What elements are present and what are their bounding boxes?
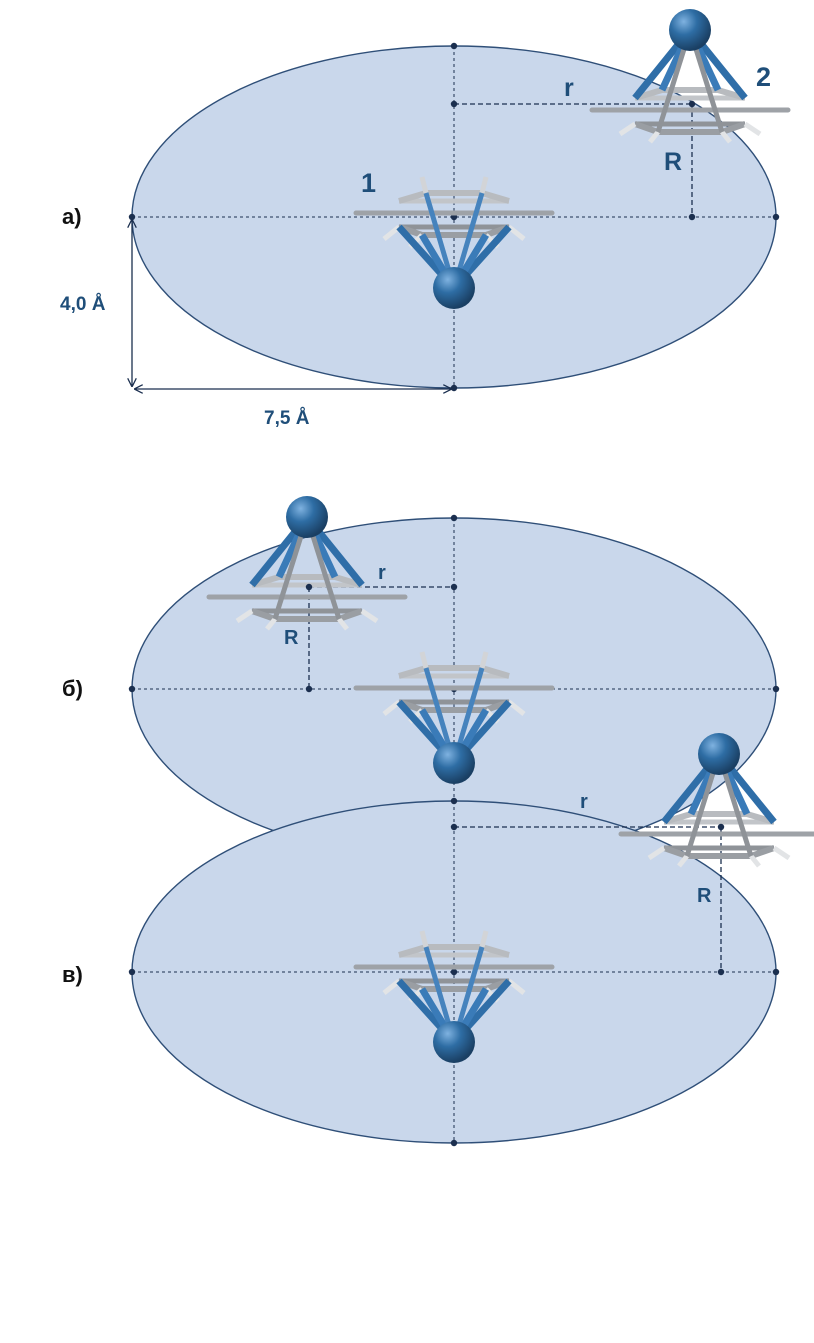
point-top-c: [450, 797, 458, 805]
r-label-a: r: [564, 74, 574, 102]
point-right-b: [772, 685, 780, 693]
dim-vertical-label: 4,0 Å: [60, 294, 106, 315]
point-bottom-a: [450, 384, 458, 392]
point-right-c: [772, 968, 780, 976]
point-bottom-c: [450, 1139, 458, 1147]
panel-c: в) r R: [62, 733, 814, 1147]
panel-label-a: а): [62, 204, 82, 229]
point-left-b: [128, 685, 136, 693]
point-axis-r-c: [450, 823, 458, 831]
R-label-a: R: [664, 148, 682, 176]
point-R-foot-a: [688, 213, 696, 221]
point-R-foot-b: [305, 685, 313, 693]
r-label-b: r: [378, 562, 386, 584]
panel-b: б) r R: [62, 496, 780, 864]
point-axis-r-a: [450, 100, 458, 108]
point-top-a: [450, 42, 458, 50]
point-center-c: [450, 968, 458, 976]
R-label-b: R: [284, 627, 299, 649]
r-label-c: r: [580, 791, 588, 813]
point-ring-center-a: [688, 100, 696, 108]
R-label-c: R: [697, 885, 712, 907]
panel-label-b: б): [62, 676, 83, 701]
panel-label-c: в): [62, 962, 83, 987]
panel-a: а) 1 2 r R 4,0 Å 7,5 Å: [60, 9, 788, 429]
point-ring-center-b: [305, 583, 313, 591]
point-left-a: [128, 213, 136, 221]
point-left-c: [128, 968, 136, 976]
point-R-foot-c: [717, 968, 725, 976]
point-top-b: [450, 514, 458, 522]
molecule-number-1: 1: [361, 168, 376, 198]
point-ring-center-c: [717, 823, 725, 831]
molecule-number-2: 2: [756, 62, 771, 92]
point-right-a: [772, 213, 780, 221]
point-axis-r-b: [450, 583, 458, 591]
dim-horizontal-label: 7,5 Å: [264, 408, 310, 429]
